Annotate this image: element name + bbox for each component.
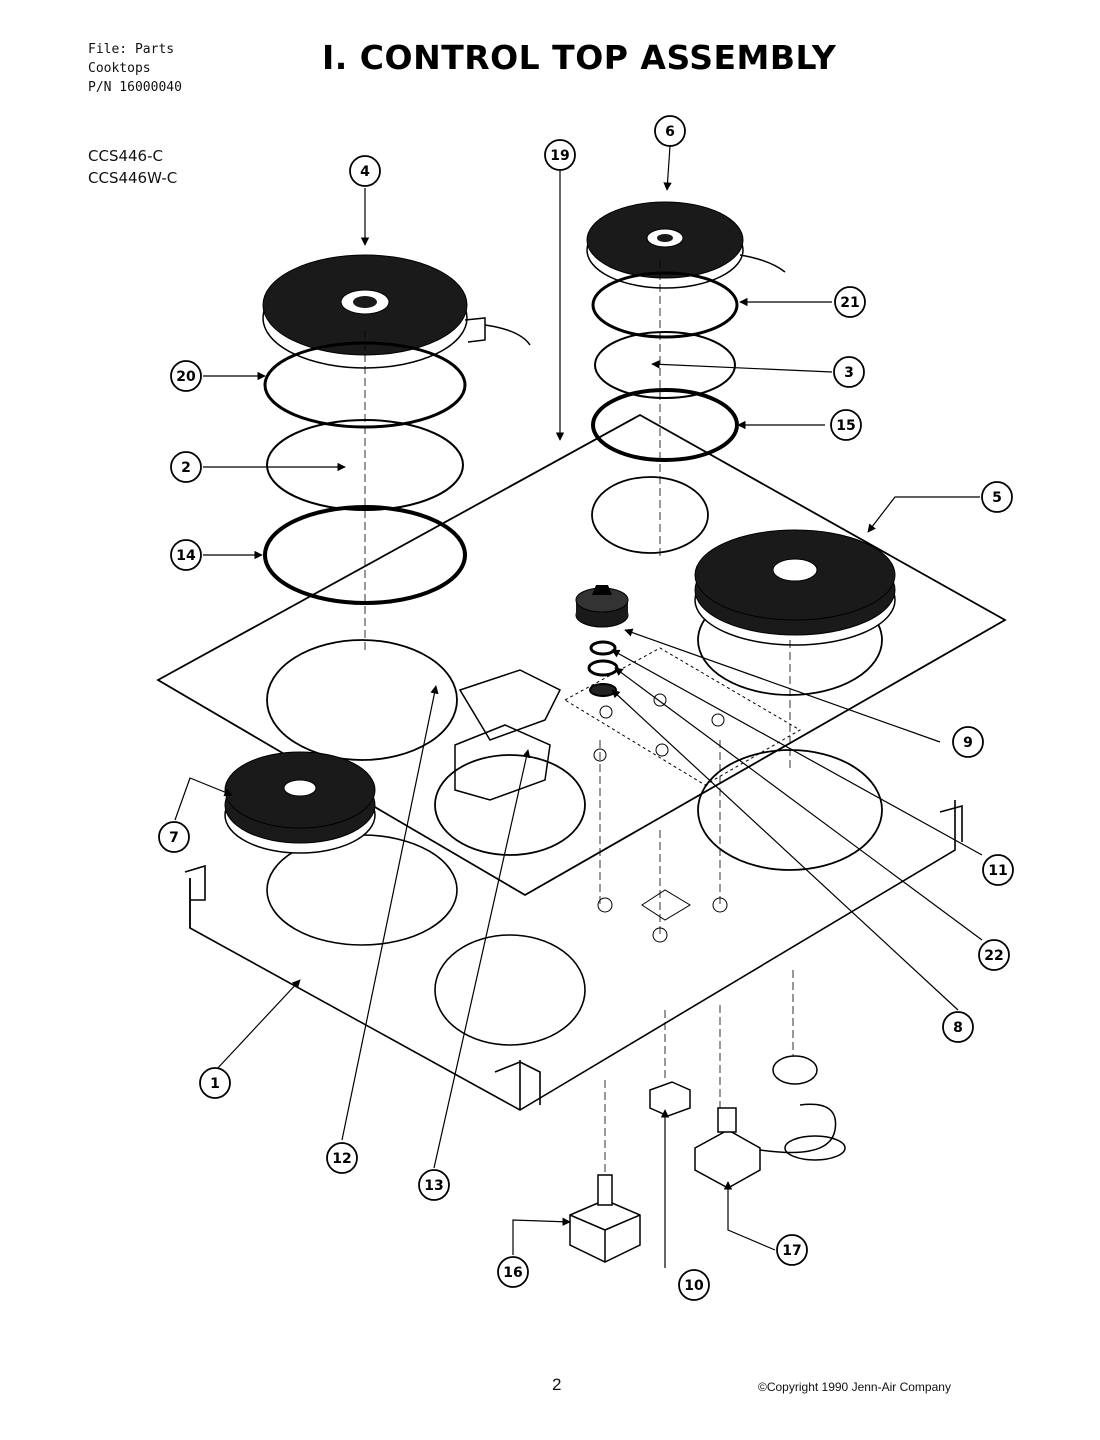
- model-list: CCS446-C CCS446W-C: [88, 145, 177, 189]
- callout-label: 2: [181, 460, 191, 476]
- page-title: I. CONTROL TOP ASSEMBLY: [322, 38, 837, 77]
- callout-3: 3: [833, 356, 865, 388]
- callout-label: 15: [836, 418, 855, 434]
- callouts: 1 2 3 4 5 6 7 8 9 10 11 12 13 14 15 16 1…: [158, 115, 1014, 1301]
- callout-8: 8: [942, 1011, 974, 1043]
- callout-2: 2: [170, 451, 202, 483]
- control-knob-9: [575, 585, 629, 628]
- knob-washer-11: [589, 640, 617, 656]
- burner-element-6: [586, 201, 786, 289]
- callout-20: 20: [170, 360, 202, 392]
- callout-label: 7: [169, 830, 179, 846]
- callout-5: 5: [981, 481, 1013, 513]
- callout-10: 10: [678, 1269, 710, 1301]
- bracket: [454, 669, 562, 801]
- callout-label: 22: [984, 948, 1003, 964]
- callout-label: 9: [963, 735, 973, 751]
- callout-label: 4: [360, 164, 370, 180]
- callout-label: 12: [332, 1151, 351, 1167]
- callout-label: 16: [503, 1265, 522, 1281]
- callout-13: 13: [418, 1169, 450, 1201]
- callout-label: 19: [550, 148, 569, 164]
- callout-label: 14: [176, 548, 196, 564]
- connector-10: [649, 1081, 691, 1117]
- file-info-line: File: Parts: [88, 42, 175, 57]
- burner-element-4: [262, 254, 531, 369]
- callout-7: 7: [158, 821, 190, 853]
- guide-lines: [364, 260, 794, 1175]
- copyright-notice: ©Copyright 1990 Jenn-Air Company: [758, 1380, 951, 1394]
- thermostat-17: [694, 1055, 846, 1189]
- trim-ring-21: [591, 271, 739, 339]
- callout-22: 22: [978, 939, 1010, 971]
- callout-6: 6: [654, 115, 686, 147]
- callout-label: 6: [665, 124, 675, 140]
- file-info: File: Parts Cooktops P/N 16000040: [88, 40, 182, 97]
- callout-14: 14: [170, 539, 202, 571]
- callout-label: 11: [988, 863, 1007, 879]
- callout-17: 17: [776, 1234, 808, 1266]
- callout-label: 20: [176, 369, 196, 385]
- callout-label: 8: [953, 1020, 963, 1036]
- callout-label: 10: [684, 1278, 704, 1294]
- model-number: CCS446W-C: [88, 169, 178, 187]
- callout-19: 19: [544, 139, 576, 171]
- callout-11: 11: [982, 854, 1014, 886]
- page-number: 2: [552, 1375, 562, 1394]
- support-ring-3: [594, 331, 736, 399]
- callout-9: 9: [952, 726, 984, 758]
- callout-label: 21: [840, 295, 859, 311]
- gasket-ring-15: [591, 388, 739, 462]
- switch-16: [569, 1174, 641, 1263]
- callout-label: 1: [210, 1076, 220, 1092]
- burner-element-5: [694, 529, 896, 646]
- callout-15: 15: [830, 409, 862, 441]
- file-info-line: P/N 16000040: [88, 80, 182, 95]
- control-panel-graphics: [563, 647, 801, 943]
- callout-1: 1: [199, 1067, 231, 1099]
- burner-element-7: [224, 751, 376, 854]
- callout-label: 13: [424, 1178, 443, 1194]
- callout-12: 12: [326, 1142, 358, 1174]
- callout-4: 4: [349, 155, 381, 187]
- callout-16: 16: [497, 1256, 529, 1288]
- model-number: CCS446-C: [88, 147, 163, 165]
- callout-label: 3: [844, 365, 854, 381]
- callout-label: 17: [782, 1243, 801, 1259]
- callout-label: 5: [992, 490, 1002, 506]
- gasket-ring-14: [263, 505, 467, 605]
- file-info-line: Cooktops: [88, 61, 151, 76]
- knob-washer-22: [587, 659, 619, 677]
- callout-21: 21: [834, 286, 866, 318]
- leader-lines: [174, 145, 983, 1268]
